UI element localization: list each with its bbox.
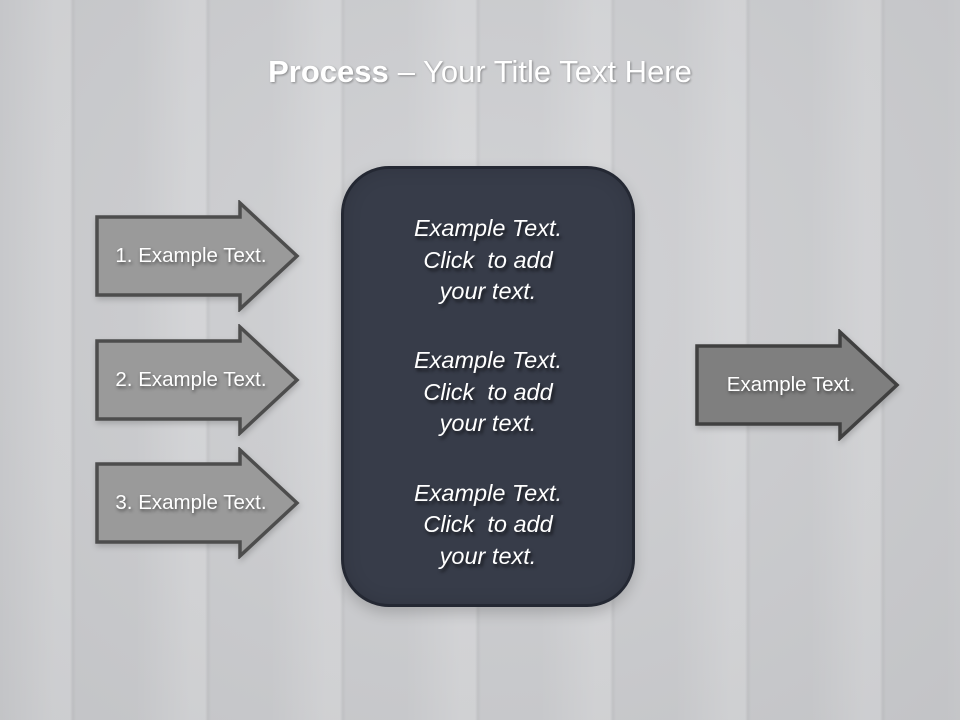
right-arrow-shape-icon bbox=[95, 200, 300, 312]
placeholder-text-block-3[interactable]: Example Text. Click to add your text. bbox=[413, 479, 563, 569]
right-arrow-shape-icon bbox=[695, 329, 900, 441]
process-arrow-2[interactable]: 2. Example Text. bbox=[95, 324, 301, 436]
arrow-label: 2. Example Text. bbox=[115, 368, 267, 391]
arrow-label: Example Text. bbox=[726, 373, 856, 396]
process-arrow-1[interactable]: 1. Example Text. bbox=[95, 200, 301, 312]
page-title[interactable]: Process – Your Title Text Here bbox=[0, 52, 960, 92]
placeholder-text-block-1[interactable]: Example Text. Click to add your text. bbox=[413, 215, 563, 304]
placeholder-text-block-2[interactable]: Example Text. Click to add your text. bbox=[413, 347, 563, 437]
page-title-keyword: Process bbox=[268, 54, 389, 89]
arrow-label: 1. Example Text. bbox=[115, 244, 267, 267]
output-arrow[interactable]: Example Text. bbox=[695, 329, 901, 441]
page-title-subtitle: – Your Title Text Here bbox=[397, 54, 692, 89]
process-arrow-3[interactable]: 3. Example Text. bbox=[95, 447, 301, 559]
arrow-label: 3. Example Text. bbox=[115, 491, 267, 514]
right-arrow-shape-icon bbox=[95, 324, 300, 436]
center-text-panel[interactable]: Example Text. Click to add your text. Ex… bbox=[341, 166, 635, 607]
right-arrow-shape-icon bbox=[95, 447, 300, 559]
